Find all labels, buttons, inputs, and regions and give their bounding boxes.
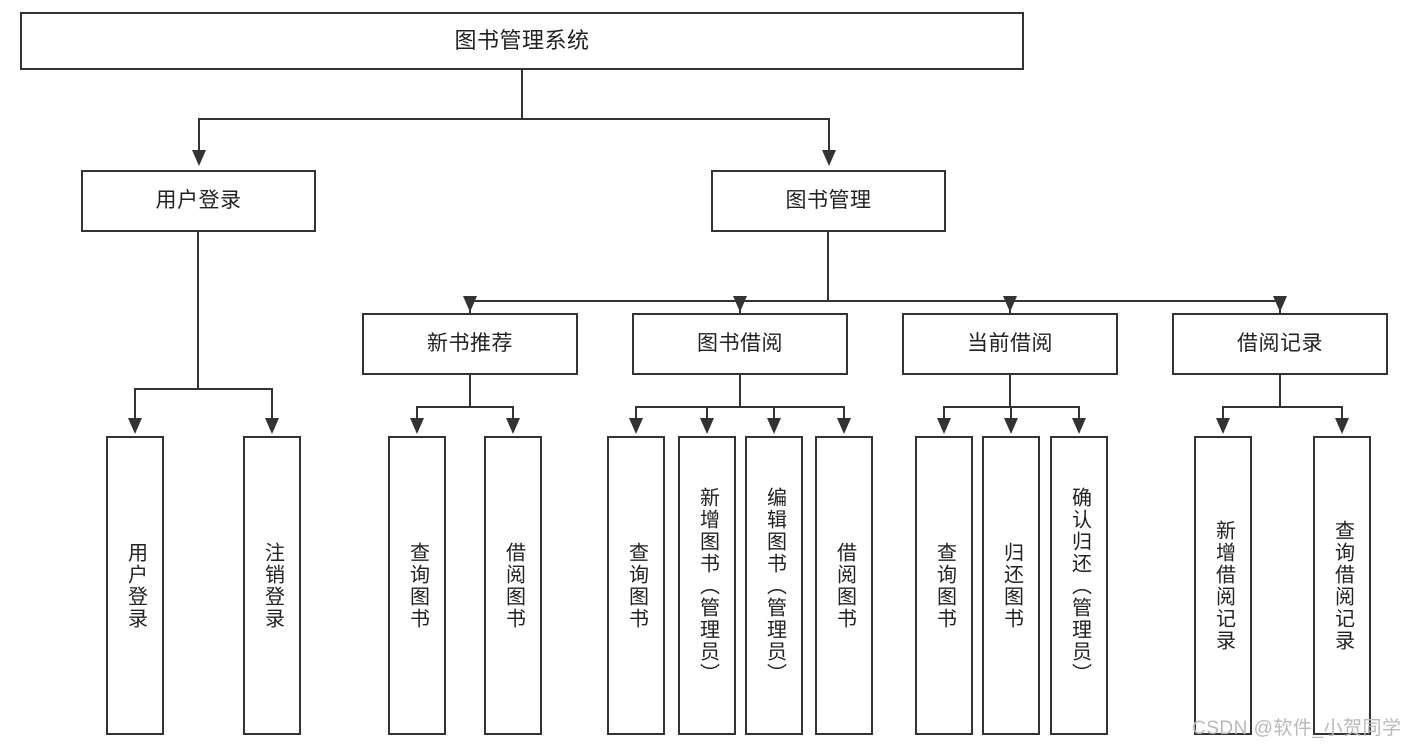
node-label: 用户登录	[124, 541, 147, 630]
arrowhead-to-new-book-recommend	[463, 296, 477, 312]
edge-new-book-recommend-bus	[416, 406, 513, 408]
node-label: 当前借阅	[967, 332, 1053, 356]
edge-user-login-stem	[197, 232, 199, 390]
leaf-node-logout-login[interactable]: 注销登录	[243, 436, 301, 735]
edge-to-leaf-borrow-book-2	[843, 406, 845, 420]
node-new-book-recommend[interactable]: 新书推荐	[362, 313, 578, 375]
edge-to-leaf-add-record	[1222, 406, 1224, 420]
arrowhead-to-leaf-borrow-book-1	[506, 418, 520, 434]
arrowhead-to-book-borrow	[733, 296, 747, 312]
edge-root-stem	[521, 70, 523, 118]
leaf-node-edit-book[interactable]: 编辑图书（管理员）	[745, 436, 803, 735]
node-label: 新增图书（管理员）	[696, 486, 719, 685]
edge-to-leaf-query-book-1	[416, 406, 418, 420]
edge-to-leaf-confirm-return	[1078, 406, 1080, 420]
arrowhead-to-leaf-add-record	[1216, 418, 1230, 434]
edge-new-book-recommend-stem	[469, 375, 471, 408]
node-label: 借阅图书	[833, 541, 856, 630]
arrowhead-to-leaf-confirm-return	[1072, 418, 1086, 434]
edge-book-manage-bus	[469, 300, 1279, 302]
leaf-node-add-record[interactable]: 新增借阅记录	[1194, 436, 1252, 735]
leaf-node-add-book[interactable]: 新增图书（管理员）	[678, 436, 736, 735]
leaf-node-user-login[interactable]: 用户登录	[106, 436, 164, 735]
node-book-borrow[interactable]: 图书借阅	[632, 313, 848, 375]
arrowhead-to-leaf-borrow-book-2	[837, 418, 851, 434]
node-label: 查询图书	[625, 541, 648, 630]
node-label: 借阅记录	[1237, 332, 1323, 356]
edge-to-leaf-add-book	[706, 406, 708, 420]
node-book-manage[interactable]: 图书管理	[711, 170, 946, 232]
edge-to-leaf-query-book-2	[635, 406, 637, 420]
node-borrow-record[interactable]: 借阅记录	[1172, 313, 1388, 375]
watermark-text: CSDN @软件_小贺同学	[1192, 718, 1402, 739]
arrowhead-to-leaf-query-book-3	[937, 418, 951, 434]
leaf-node-borrow-book-1[interactable]: 借阅图书	[484, 436, 542, 735]
leaf-node-borrow-book-2[interactable]: 借阅图书	[815, 436, 873, 735]
node-root-book-management-system[interactable]: 图书管理系统	[20, 12, 1024, 70]
edge-book-manage-stem	[827, 232, 829, 302]
edge-current-borrow-stem	[1009, 375, 1011, 408]
arrowhead-to-leaf-query-book-2	[629, 418, 643, 434]
node-label: 图书借阅	[697, 332, 783, 356]
leaf-node-query-book-2[interactable]: 查询图书	[607, 436, 665, 735]
edge-to-leaf-return-book	[1010, 406, 1012, 420]
node-label: 查询图书	[933, 541, 956, 630]
node-label: 编辑图书（管理员）	[763, 486, 786, 685]
arrowhead-to-leaf-return-book	[1004, 418, 1018, 434]
edge-to-leaf-query-book-3	[943, 406, 945, 420]
edge-user-login-bus	[134, 388, 273, 390]
arrowhead-to-book-manage	[822, 150, 836, 166]
edge-borrow-record-bus	[1222, 406, 1342, 408]
node-label: 注销登录	[261, 541, 284, 630]
edge-root-to-book-manage	[828, 118, 830, 152]
node-label: 查询图书	[406, 541, 429, 630]
edge-root-bus	[198, 118, 830, 120]
arrowhead-to-leaf-logout-login	[265, 418, 279, 434]
arrowhead-to-current-borrow	[1003, 296, 1017, 312]
edge-to-leaf-user-login	[134, 388, 136, 420]
edge-to-leaf-query-record	[1341, 406, 1343, 420]
node-label: 查询借阅记录	[1331, 519, 1354, 652]
leaf-node-return-book[interactable]: 归还图书	[982, 436, 1040, 735]
node-label: 图书管理	[785, 189, 872, 213]
node-label: 新增借阅记录	[1212, 519, 1235, 652]
leaf-node-query-book-1[interactable]: 查询图书	[388, 436, 446, 735]
node-label: 图书管理系统	[454, 27, 590, 53]
leaf-node-query-book-3[interactable]: 查询图书	[915, 436, 973, 735]
node-label: 借阅图书	[502, 541, 525, 630]
node-current-borrow[interactable]: 当前借阅	[902, 313, 1118, 375]
arrowhead-to-leaf-user-login	[128, 418, 142, 434]
edge-book-borrow-stem	[739, 375, 741, 408]
edge-book-borrow-bus	[635, 406, 844, 408]
arrowhead-to-leaf-query-record	[1335, 418, 1349, 434]
edge-root-to-user-login	[198, 118, 200, 152]
node-label: 新书推荐	[427, 332, 513, 356]
node-label: 用户登录	[155, 189, 242, 213]
arrowhead-to-leaf-edit-book	[767, 418, 781, 434]
leaf-node-query-record[interactable]: 查询借阅记录	[1313, 436, 1371, 735]
arrowhead-to-user-login	[192, 150, 206, 166]
node-label: 确认归还（管理员）	[1068, 486, 1091, 685]
node-label: 归还图书	[1000, 541, 1023, 630]
leaf-node-confirm-return[interactable]: 确认归还（管理员）	[1050, 436, 1108, 735]
edge-to-leaf-borrow-book-1	[512, 406, 514, 420]
node-user-login[interactable]: 用户登录	[81, 170, 316, 232]
arrowhead-to-leaf-query-book-1	[410, 418, 424, 434]
edge-to-leaf-logout-login	[271, 388, 273, 420]
arrowhead-to-borrow-record	[1273, 296, 1287, 312]
edge-borrow-record-stem	[1279, 375, 1281, 408]
edge-to-leaf-edit-book	[773, 406, 775, 420]
arrowhead-to-leaf-add-book	[700, 418, 714, 434]
